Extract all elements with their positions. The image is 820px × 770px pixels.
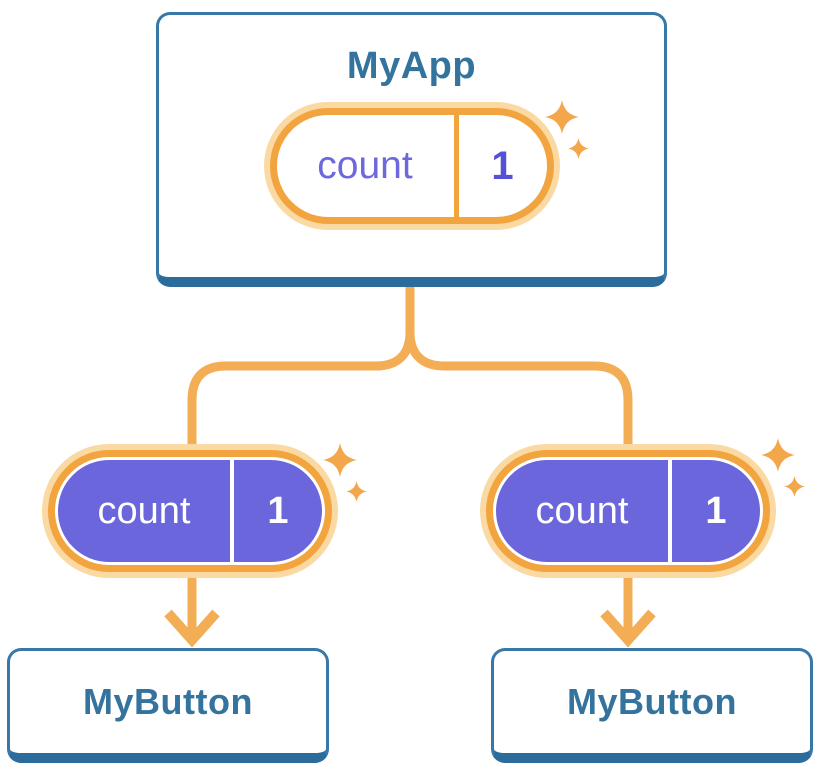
arrow-down-icon: [600, 609, 656, 648]
props-pill-value-section: 1: [672, 460, 760, 562]
props-pill: count 1: [486, 450, 770, 572]
root-component-card: MyApp count 1: [156, 12, 667, 287]
props-pill-label: count: [535, 489, 629, 532]
sparkle-icon: [323, 443, 367, 502]
arrow-down-icon: [164, 609, 220, 648]
props-pill-label-section: count: [58, 460, 230, 562]
props-pill-label-section: count: [496, 460, 668, 562]
root-component-title: MyApp: [346, 45, 477, 87]
state-pill: count 1: [269, 108, 554, 224]
child-component-card: MyButton: [7, 648, 329, 763]
state-pill-value-section: 1: [459, 115, 547, 217]
connector-right-branch: [405, 285, 633, 636]
props-pill-label: count: [97, 489, 191, 532]
props-pill-value-section: 1: [234, 460, 322, 562]
sparkle-icon: [545, 100, 589, 159]
pill-divider: [453, 115, 459, 217]
props-pill-value: 1: [705, 489, 727, 532]
state-pill-label-section: count: [277, 115, 454, 217]
child-component-title: MyButton: [83, 681, 253, 722]
sparkle-icon: [761, 438, 805, 497]
props-pill: count 1: [48, 450, 332, 572]
state-pill-value: 1: [491, 143, 514, 188]
child-component-card: MyButton: [491, 648, 813, 763]
props-pill-value: 1: [267, 489, 289, 532]
state-pill-label: count: [317, 144, 413, 187]
child-component-title: MyButton: [567, 681, 737, 722]
